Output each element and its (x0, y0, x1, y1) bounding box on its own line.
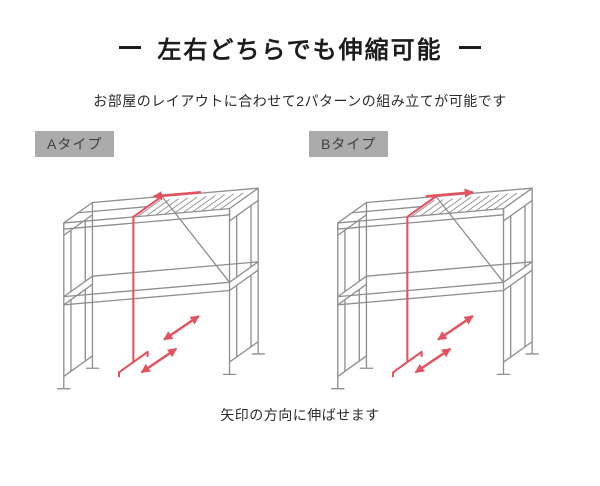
caption-text: 矢印の方向に伸ばせます (220, 407, 380, 423)
diagram-row: Aタイプ (0, 125, 600, 403)
extend-arrows-left-icon (140, 191, 201, 374)
diagram-type-b: Bタイプ (301, 125, 573, 403)
rack-illustration-b (330, 187, 540, 390)
extend-arrows-right-icon (414, 188, 474, 374)
type-a-badge: Aタイプ (35, 131, 115, 157)
page-title: 左右どちらでも伸縮可能 (157, 37, 443, 64)
title-dash-right (458, 46, 481, 49)
subtitle-text: お部屋のレイアウトに合わせて2パターンの組み立てが可能です (93, 93, 507, 109)
diagram-type-a: Aタイプ (27, 125, 299, 403)
title-dash-left (119, 46, 142, 49)
rack-illustration-a (56, 187, 266, 390)
type-b-badge: Bタイプ (309, 131, 389, 157)
title-row: 左右どちらでも伸縮可能 (0, 0, 600, 65)
